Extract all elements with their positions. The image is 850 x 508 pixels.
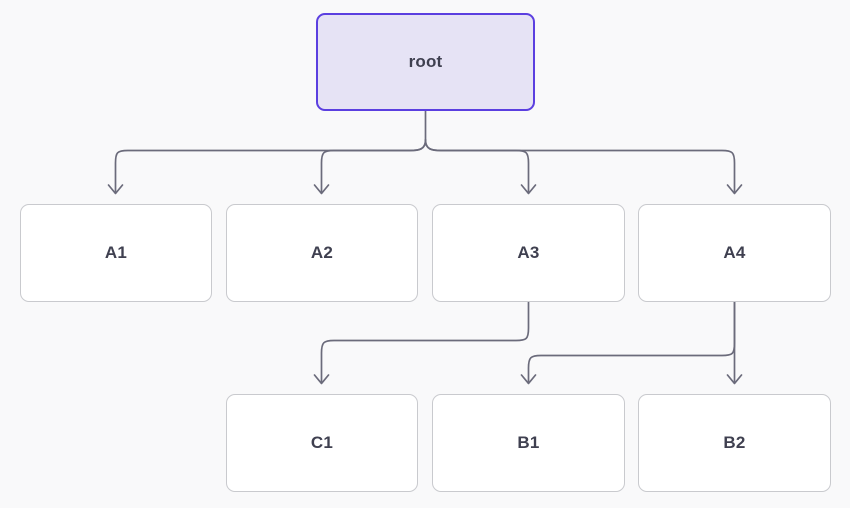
node-a4[interactable]: A4 [638,204,831,302]
node-a4-label: A4 [723,243,746,262]
node-a2-label: A2 [310,243,334,262]
node-b2-label: B2 [723,433,746,452]
node-root-label: root [408,52,443,71]
node-root[interactable]: root [316,13,535,111]
edge-root-to-a4 [424,139,736,193]
node-a3-label: A3 [517,243,540,262]
node-a1-label: A1 [104,243,128,262]
arrowhead-c1 [313,374,330,385]
edge-root-to-a1 [114,139,427,193]
arrowhead-a4 [726,184,743,195]
node-b1-label: B1 [517,433,540,452]
edge-a4-to-b1 [527,301,736,383]
node-c1-label: C1 [310,433,334,452]
edge-root-to-a2 [320,139,427,193]
arrowhead-a1 [107,184,124,195]
node-b2[interactable]: B2 [638,394,831,492]
node-a3[interactable]: A3 [432,204,625,302]
node-c1[interactable]: C1 [226,394,418,492]
node-a1[interactable]: A1 [20,204,212,302]
edge-root-to-a3 [424,139,530,193]
edge-a3-to-c1 [320,301,530,383]
arrowhead-a3 [520,184,537,195]
node-b1[interactable]: B1 [432,394,625,492]
arrowhead-b1 [520,374,537,385]
node-a2[interactable]: A2 [226,204,418,302]
arrowhead-b2 [726,374,743,385]
arrowhead-a2 [313,184,330,195]
